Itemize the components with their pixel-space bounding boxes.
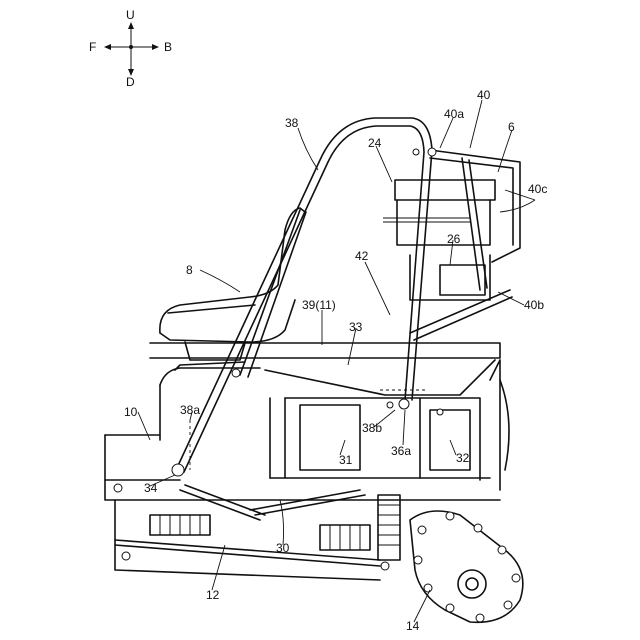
label-38a: 38a [180, 403, 200, 417]
shock-absorber [378, 495, 400, 560]
compass-back-label: B [164, 40, 172, 54]
compass-down-label: D [126, 75, 135, 89]
direction-indicator: U D F B [89, 8, 172, 89]
label-32: 32 [456, 451, 470, 465]
label-40c: 40c [528, 182, 547, 196]
label-24: 24 [368, 136, 382, 150]
label-14: 14 [406, 619, 420, 633]
arrow-up-icon [128, 22, 134, 29]
seat [160, 208, 305, 360]
compass-front-label: F [89, 40, 96, 54]
label-30: 30 [276, 541, 290, 555]
label-40: 40 [477, 88, 491, 102]
label-6: 6 [508, 120, 515, 134]
label-10: 10 [124, 405, 138, 419]
arrow-front-icon [104, 44, 111, 50]
floor-panel [150, 343, 500, 395]
label-33: 33 [349, 320, 363, 334]
compass-up-label: U [126, 8, 135, 22]
label-38b: 38b [362, 421, 382, 435]
leader-lines [138, 100, 535, 622]
label-40b: 40b [524, 298, 544, 312]
label-36a: 36a [391, 444, 411, 458]
chassis-frame [105, 480, 500, 580]
label-8: 8 [186, 263, 193, 277]
label-26: 26 [447, 232, 461, 246]
label-40a: 40a [444, 107, 464, 121]
label-34: 34 [144, 481, 158, 495]
label-39-11: 39(11) [302, 298, 336, 312]
label-31: 31 [339, 453, 353, 467]
roll-bar-frame [172, 118, 432, 476]
label-42: 42 [355, 249, 369, 263]
canopy-frame [410, 148, 520, 340]
arrow-back-icon [152, 44, 159, 50]
gear-case [410, 511, 523, 622]
label-12: 12 [206, 588, 220, 602]
label-38: 38 [285, 116, 299, 130]
